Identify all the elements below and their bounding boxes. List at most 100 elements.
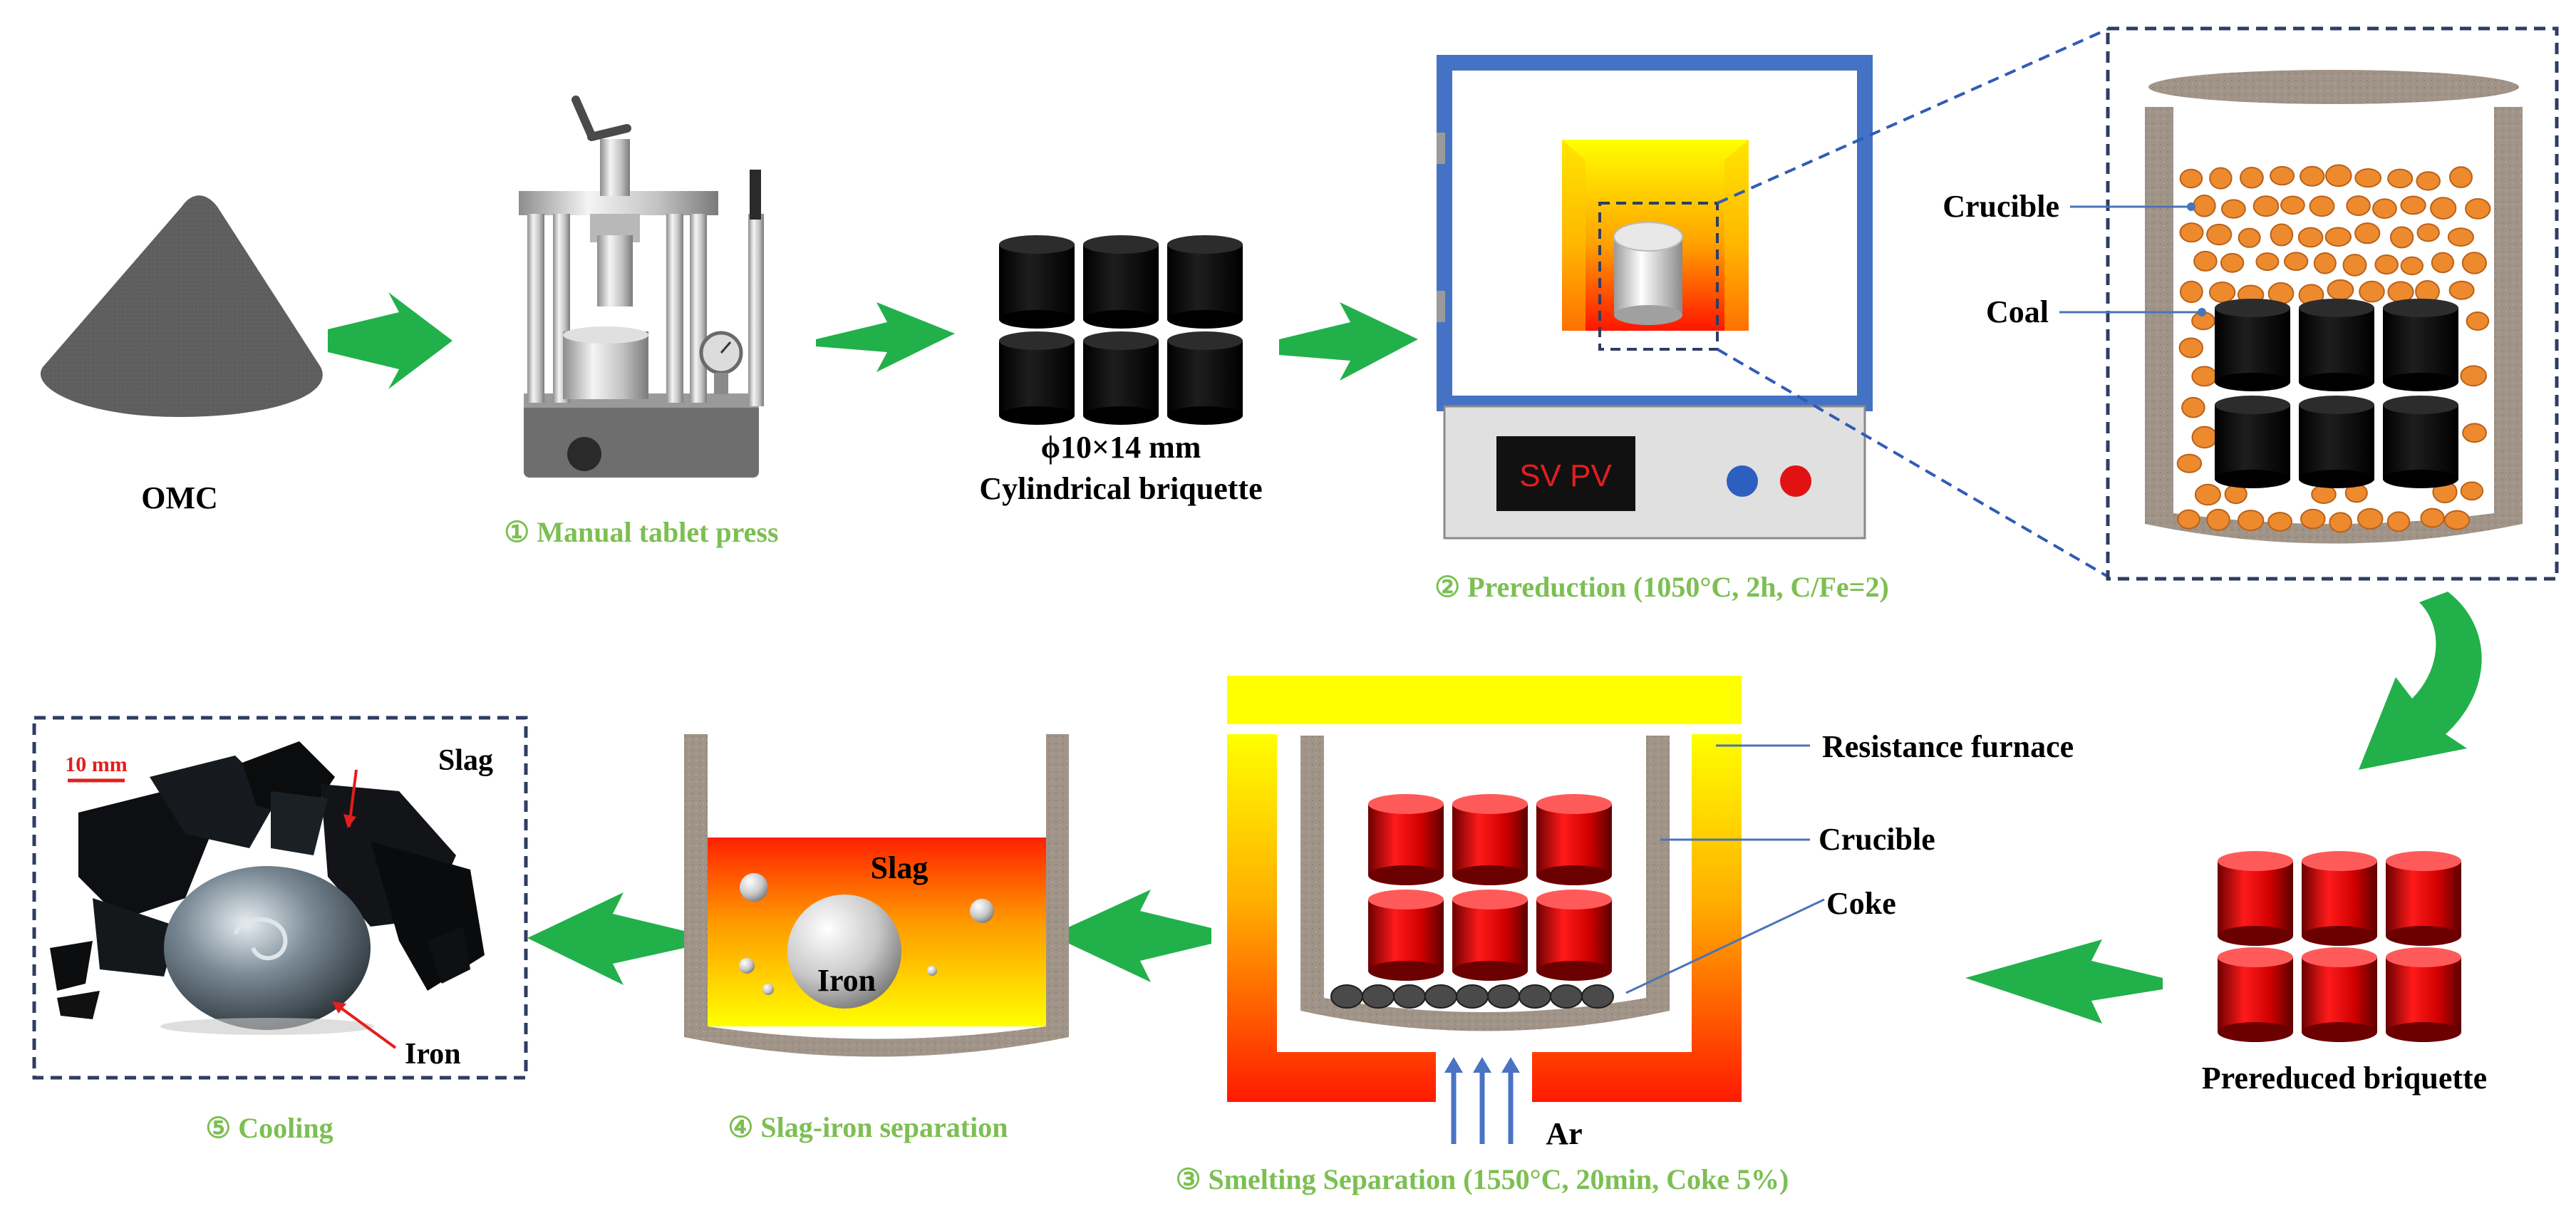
flow-arrow-5 bbox=[1965, 939, 2163, 1024]
coal-particle-icon bbox=[2221, 199, 2246, 219]
coal-particle-icon bbox=[2179, 222, 2204, 243]
coal-particle-icon bbox=[2431, 252, 2454, 274]
coal-particle-icon bbox=[2300, 508, 2326, 530]
coal-particle-icon bbox=[2179, 280, 2203, 304]
cooling-photo bbox=[32, 716, 528, 1080]
coal-particle-icon bbox=[2191, 426, 2218, 449]
coal-particle-icon bbox=[2309, 195, 2335, 217]
coke-particle-icon bbox=[1362, 984, 1395, 1009]
black-briquette-icon bbox=[999, 235, 1075, 329]
coal-particle-icon bbox=[2327, 279, 2354, 301]
coke-particle-icon bbox=[1519, 984, 1551, 1009]
coal-particle-icon bbox=[2220, 252, 2245, 273]
crucible-detail-box bbox=[2059, 26, 2559, 581]
red-briquette-icon bbox=[2386, 947, 2461, 1042]
coke-particle-icon bbox=[1487, 984, 1520, 1009]
scale-label: 10 mm bbox=[65, 753, 127, 776]
omc-powder-pile-icon bbox=[40, 195, 323, 417]
prereduced-label: Prereduced briquette bbox=[2202, 1061, 2487, 1096]
oven-display: SV PV bbox=[1519, 458, 1612, 493]
coal-particle-icon bbox=[2206, 508, 2230, 531]
coal-particle-icon bbox=[2206, 223, 2233, 246]
coke-label: Coke bbox=[1826, 886, 1896, 921]
coal-particle-icon bbox=[2416, 223, 2440, 242]
red-briquette-icon bbox=[2302, 947, 2377, 1042]
coal-particle-icon bbox=[2252, 195, 2280, 217]
red-briquette-icon bbox=[2218, 851, 2293, 946]
coal-particle-icon bbox=[2462, 423, 2488, 443]
coke-particle-icon bbox=[1330, 984, 1363, 1009]
coal-particle-icon bbox=[2420, 507, 2445, 528]
resistance-furnace-icon bbox=[1227, 676, 1825, 1144]
slag-fragments bbox=[50, 741, 485, 1019]
black-briquette-icon bbox=[999, 331, 1075, 425]
coal-particle-icon bbox=[2238, 227, 2261, 248]
zoom-line-bottom bbox=[1716, 348, 2111, 579]
coal-particle-icon bbox=[2193, 250, 2218, 272]
coke-particles bbox=[1330, 984, 1614, 1009]
separation-crucible-icon bbox=[684, 734, 1069, 1057]
omc-label: OMC bbox=[141, 480, 218, 515]
coal-particle-icon bbox=[2460, 481, 2484, 501]
inner-briquettes bbox=[2215, 299, 2458, 488]
coal-particle-icon bbox=[2387, 281, 2414, 303]
black-briquettes-group bbox=[999, 235, 1243, 425]
coal-particle-icon bbox=[2354, 222, 2381, 244]
coal-particle-icon bbox=[2389, 226, 2414, 249]
coal-particle-icon bbox=[2460, 365, 2487, 387]
coal-particle-icon bbox=[2178, 337, 2204, 359]
coal-particle-icon bbox=[2416, 171, 2441, 191]
oven-icon: SV PV bbox=[1437, 55, 1873, 540]
iron-photo-label: Iron bbox=[405, 1038, 461, 1071]
coal-particle-icon bbox=[2237, 510, 2265, 532]
iron-bead-icon bbox=[787, 895, 901, 1009]
coal-particle-icon bbox=[2346, 195, 2371, 217]
gas-flow-arrow-icon bbox=[1444, 1057, 1520, 1144]
coal-particle-icon bbox=[2176, 453, 2203, 473]
ar-label: Ar bbox=[1546, 1116, 1582, 1151]
tablet-press-icon bbox=[519, 96, 764, 478]
step4-label: ④ Slag-iron separation bbox=[728, 1111, 1008, 1143]
flow-arrow-3 bbox=[1279, 302, 1418, 381]
coal-particle-icon bbox=[2194, 483, 2221, 506]
coal-particle-icon bbox=[2255, 252, 2280, 272]
coal-particle-icon bbox=[2311, 485, 2337, 504]
flow-arrow-1 bbox=[328, 292, 452, 389]
step5-label: ⑤ Cooling bbox=[205, 1112, 333, 1144]
briquette-name-label: Cylindrical briquette bbox=[979, 471, 1262, 506]
coal-particle-icon bbox=[2270, 223, 2294, 247]
resistance-furnace-label: Resistance furnace bbox=[1822, 729, 2074, 764]
coal-particle-icon bbox=[2297, 227, 2324, 248]
furnace-crucible-label: Crucible bbox=[1819, 822, 1935, 857]
briquette-size-label: ϕ10×14 mm bbox=[1041, 430, 1201, 465]
slag-photo-label: Slag bbox=[438, 744, 493, 777]
coal-particle-icon bbox=[2354, 168, 2382, 188]
coke-particle-icon bbox=[1581, 984, 1614, 1009]
coke-particle-icon bbox=[1424, 984, 1457, 1009]
zoom-line-top bbox=[1717, 27, 2110, 205]
coal-particle-icon bbox=[2466, 311, 2490, 331]
black-briquette-icon bbox=[1083, 235, 1159, 329]
coal-particle-icon bbox=[2191, 366, 2218, 387]
coke-leader bbox=[1625, 898, 1825, 994]
coal-particle-icon bbox=[2387, 168, 2414, 189]
coal-particle-icon bbox=[2181, 396, 2205, 418]
step2-label: ② Prereduction (1050°C, 2h, C/Fe=2) bbox=[1434, 571, 1889, 603]
step3-label: ③ Smelting Separation (1550°C, 20min, Co… bbox=[1176, 1163, 1789, 1195]
flow-arrow-7 bbox=[527, 892, 684, 985]
black-briquette-icon bbox=[1167, 331, 1243, 425]
coal-particle-icon bbox=[2208, 282, 2236, 303]
coke-particle-icon bbox=[1456, 984, 1489, 1009]
red-briquettes-group bbox=[2218, 851, 2461, 1042]
coal-particle-icon bbox=[2325, 164, 2352, 187]
coal-particle-icon bbox=[2400, 256, 2424, 276]
coal-label: Coal bbox=[1986, 294, 2049, 329]
coal-particle-icon bbox=[2329, 512, 2352, 533]
coal-particle-icon bbox=[2465, 198, 2491, 220]
coal-particle-icon bbox=[2177, 509, 2200, 530]
iron-bead-photo-icon bbox=[160, 866, 374, 1035]
flow-arrow-2 bbox=[816, 302, 955, 372]
coal-particle-icon bbox=[2359, 280, 2385, 303]
coal-particle-icon bbox=[2447, 227, 2474, 247]
coal-particle-icon bbox=[2342, 254, 2367, 277]
